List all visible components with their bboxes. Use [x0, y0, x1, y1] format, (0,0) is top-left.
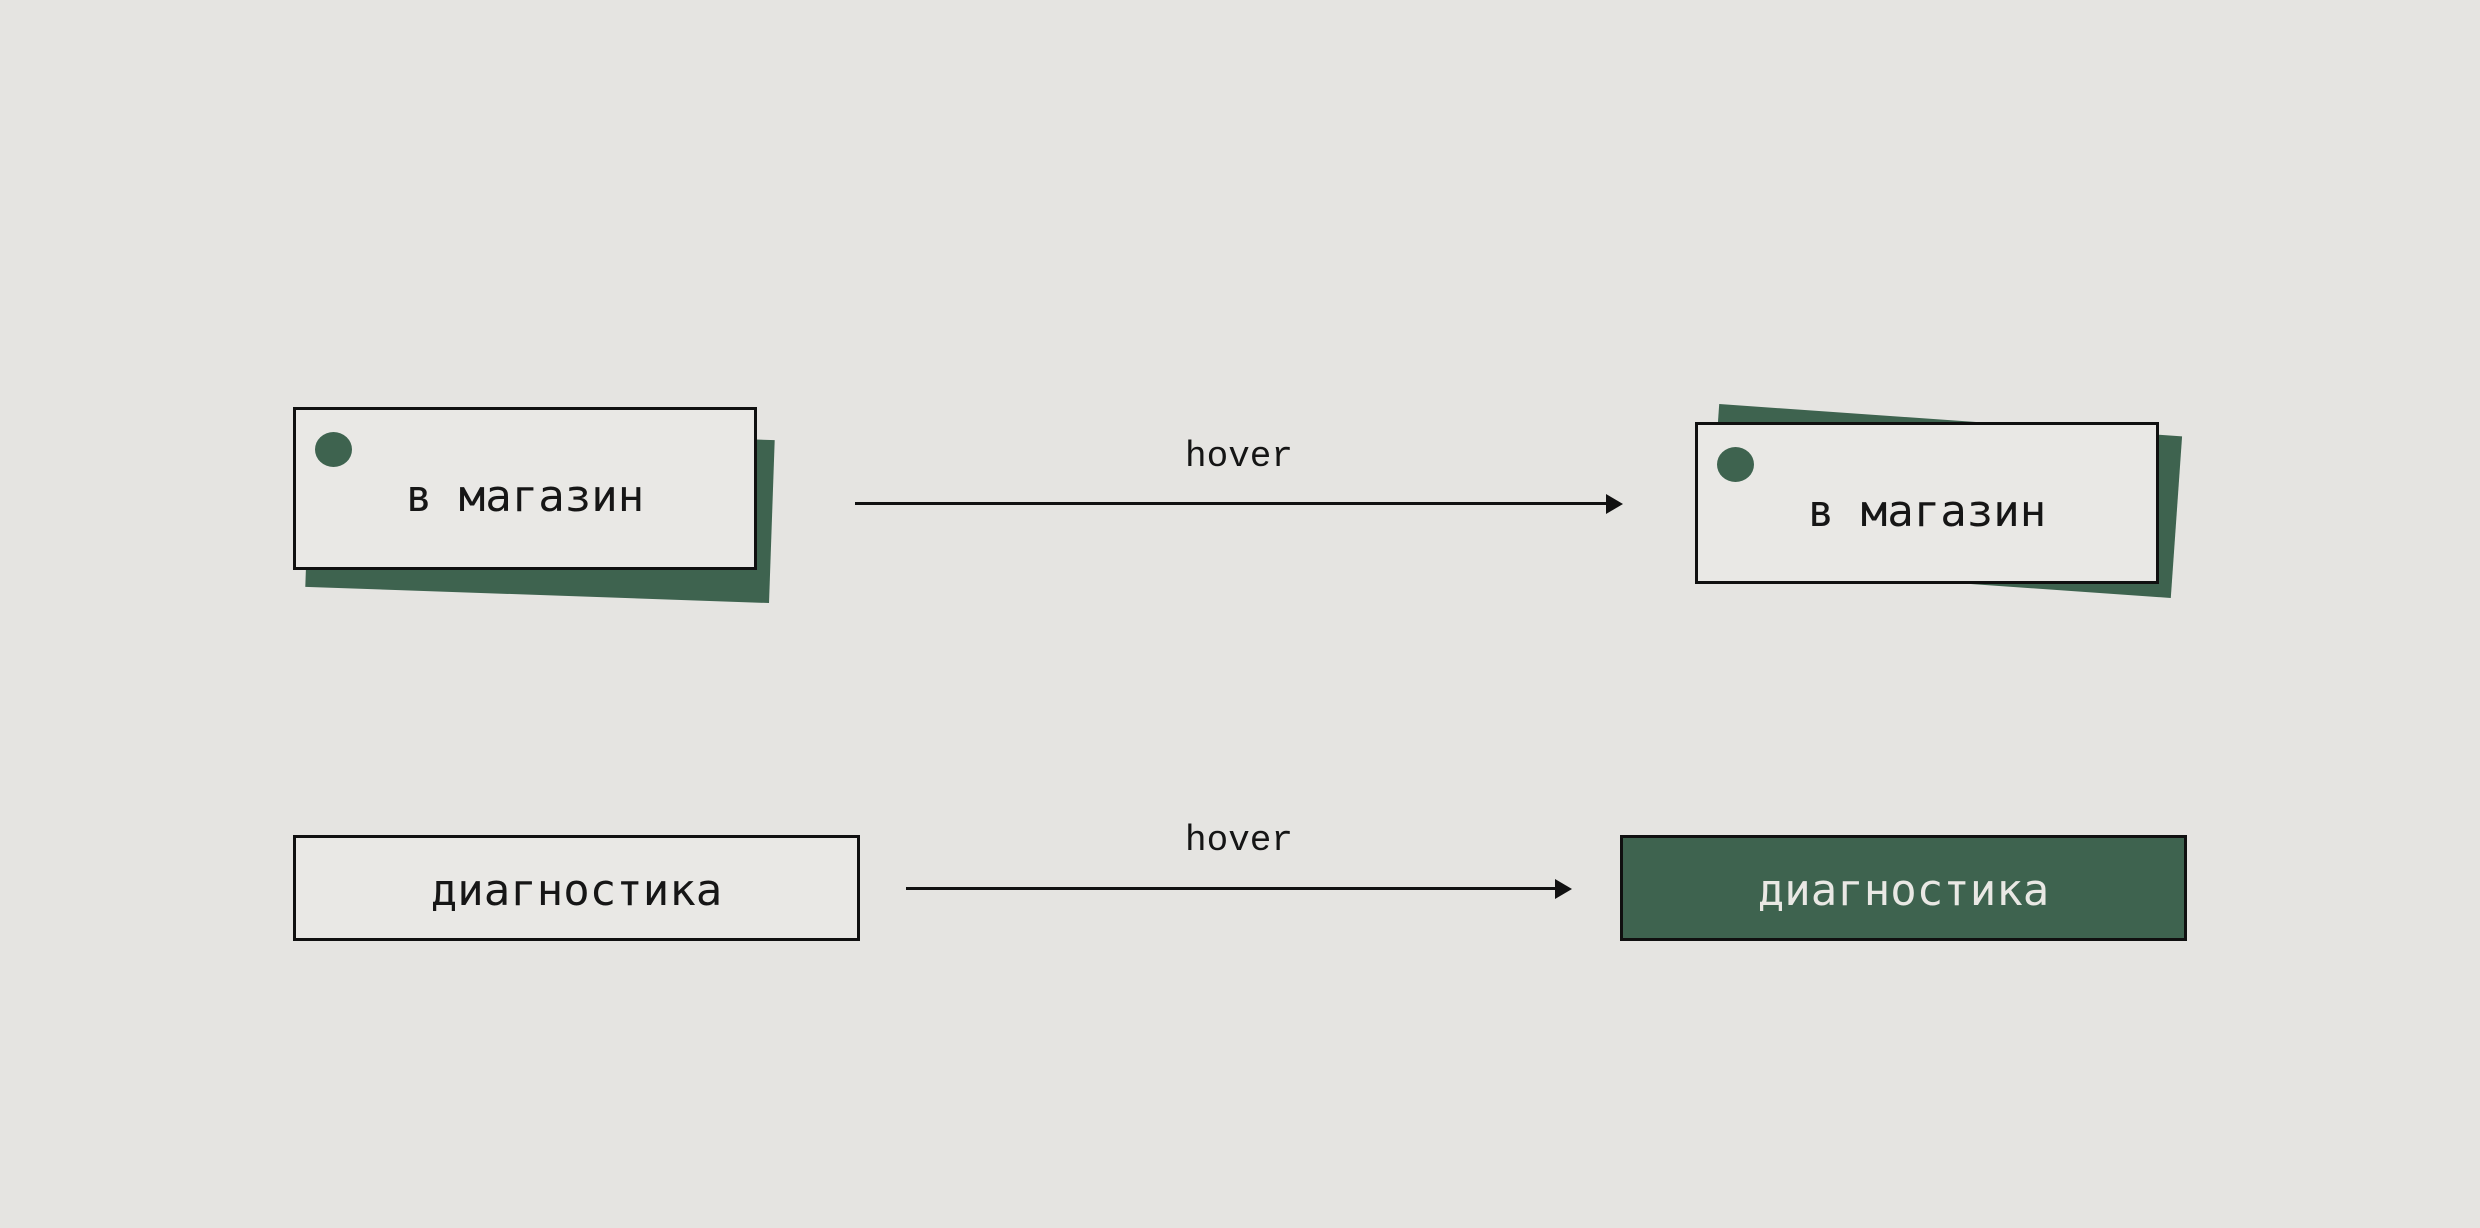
hover-transition-label-bottom: hover — [1184, 820, 1294, 861]
diagnostics-button-default-label: диагностика — [430, 864, 723, 916]
arrow-head-icon-top — [1606, 494, 1623, 514]
diagnostics-button-hover[interactable]: диагностика — [1620, 835, 2187, 941]
shop-button-hover-label: в магазин — [1807, 485, 2047, 537]
shop-button-default[interactable]: в магазин — [293, 407, 757, 570]
hover-transition-label-top: hover — [1184, 436, 1294, 477]
arrow-line-bottom — [906, 887, 1556, 890]
arrow-head-icon-bottom — [1555, 879, 1572, 899]
diagnostics-button-default[interactable]: диагностика — [293, 835, 860, 941]
diagnostics-button-hover-label: диагностика — [1757, 864, 2050, 916]
green-dot-icon — [1717, 447, 1754, 482]
shop-button-default-label: в магазин — [405, 471, 645, 522]
shop-button-hover[interactable]: в магазин — [1695, 422, 2159, 584]
green-dot-icon — [315, 432, 352, 467]
arrow-line-top — [855, 502, 1607, 505]
